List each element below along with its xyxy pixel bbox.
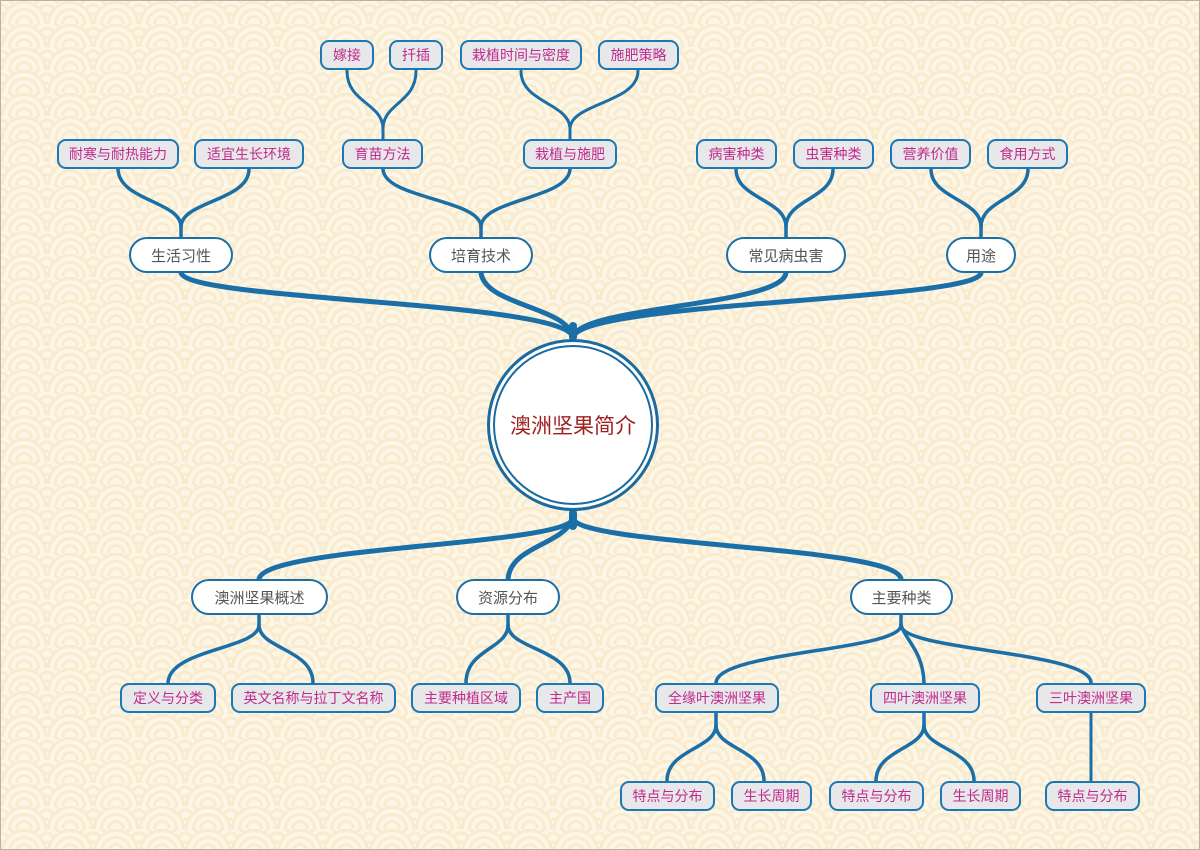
- subbranch-node-planting-fertilizing[interactable]: 栽植与施肥: [523, 139, 617, 169]
- leaf-label: 营养价值: [902, 147, 959, 163]
- subbranch-node-three-leaf-macadamia[interactable]: 三叶澳洲坚果: [1036, 683, 1146, 713]
- leaf-label: 栽植与施肥: [535, 147, 605, 163]
- subbranch-node-seedling-methods[interactable]: 育苗方法: [342, 139, 423, 169]
- leaf-label: 全缘叶澳洲坚果: [668, 691, 766, 707]
- leaf-label: 主要种植区域: [424, 691, 508, 707]
- leaf-label: 食用方式: [999, 147, 1056, 163]
- leaf-label: 特点与分布: [632, 789, 703, 805]
- branch-label: 资源分布: [477, 588, 538, 607]
- leaf-label: 特点与分布: [1057, 789, 1128, 805]
- branch-node-overview[interactable]: 澳洲坚果概述: [191, 579, 328, 615]
- leaf-node-nutritional-value[interactable]: 营养价值: [890, 139, 971, 169]
- leaf-node-cold-heat-tolerance[interactable]: 耐寒与耐热能力: [57, 139, 179, 169]
- branch-node-uses[interactable]: 用途: [946, 237, 1016, 273]
- leaf-label: 适宜生长环境: [207, 147, 291, 163]
- leaf-node-main-producing-countries[interactable]: 主产国: [536, 683, 604, 713]
- leaf-label: 虫害种类: [805, 147, 862, 163]
- leaf-label: 主产国: [549, 691, 591, 707]
- leaf-node-four-leaf-features[interactable]: 特点与分布: [829, 781, 924, 811]
- branch-node-resource-distribution[interactable]: 资源分布: [456, 579, 560, 615]
- root-node-label: 澳洲坚果简介: [510, 414, 636, 438]
- branch-node-cultivation-techniques[interactable]: 培育技术: [429, 237, 533, 273]
- leaf-node-three-leaf-features[interactable]: 特点与分布: [1045, 781, 1140, 811]
- leaf-node-smooth-shell-growth-cycle[interactable]: 生长周期: [731, 781, 812, 811]
- leaf-label: 生长周期: [743, 789, 800, 805]
- branch-label: 主要种类: [871, 588, 932, 607]
- leaf-label: 英文名称与拉丁文名称: [243, 691, 384, 707]
- leaf-label: 扦插: [402, 48, 430, 64]
- branch-node-living-habits[interactable]: 生活习性: [129, 237, 233, 273]
- leaf-label: 病害种类: [708, 147, 765, 163]
- leaf-node-cutting[interactable]: 扦插: [389, 40, 443, 70]
- leaf-node-consumption-methods[interactable]: 食用方式: [987, 139, 1068, 169]
- leaf-label: 嫁接: [333, 48, 361, 64]
- leaf-node-disease-types[interactable]: 病害种类: [696, 139, 777, 169]
- leaf-label: 施肥策略: [610, 48, 667, 64]
- branch-label: 澳洲坚果概述: [214, 588, 305, 607]
- root-node[interactable]: 澳洲坚果简介: [487, 339, 659, 511]
- leaf-label: 四叶澳洲坚果: [883, 691, 967, 707]
- leaf-node-pest-types[interactable]: 虫害种类: [793, 139, 874, 169]
- leaf-node-planting-time-density[interactable]: 栽植时间与密度: [460, 40, 582, 70]
- branch-label: 常见病虫害: [748, 246, 824, 265]
- leaf-node-four-leaf-growth-cycle[interactable]: 生长周期: [940, 781, 1021, 811]
- leaf-label: 栽植时间与密度: [472, 48, 570, 64]
- leaf-node-english-latin-names[interactable]: 英文名称与拉丁文名称: [231, 683, 396, 713]
- branch-label: 培育技术: [450, 246, 511, 265]
- subbranch-node-smooth-shell-macadamia[interactable]: 全缘叶澳洲坚果: [655, 683, 779, 713]
- branch-node-main-species[interactable]: 主要种类: [850, 579, 953, 615]
- leaf-node-definition-classification[interactable]: 定义与分类: [120, 683, 216, 713]
- leaf-label: 耐寒与耐热能力: [69, 147, 167, 163]
- leaf-label: 定义与分类: [133, 691, 203, 707]
- leaf-node-grafting[interactable]: 嫁接: [320, 40, 374, 70]
- leaf-node-smooth-shell-features[interactable]: 特点与分布: [620, 781, 715, 811]
- leaf-node-fertilizing-strategy[interactable]: 施肥策略: [598, 40, 679, 70]
- branch-label: 用途: [965, 246, 996, 265]
- root-node-inner-ring: [493, 345, 653, 505]
- leaf-node-suitable-environment[interactable]: 适宜生长环境: [194, 139, 304, 169]
- leaf-label: 三叶澳洲坚果: [1049, 691, 1133, 707]
- leaf-label: 特点与分布: [841, 789, 912, 805]
- branch-label: 生活习性: [150, 246, 211, 265]
- leaf-label: 生长周期: [952, 789, 1009, 805]
- subbranch-node-four-leaf-macadamia[interactable]: 四叶澳洲坚果: [870, 683, 980, 713]
- leaf-node-main-planting-regions[interactable]: 主要种植区域: [411, 683, 521, 713]
- leaf-label: 育苗方法: [354, 147, 411, 163]
- branch-node-pests-diseases[interactable]: 常见病虫害: [726, 237, 846, 273]
